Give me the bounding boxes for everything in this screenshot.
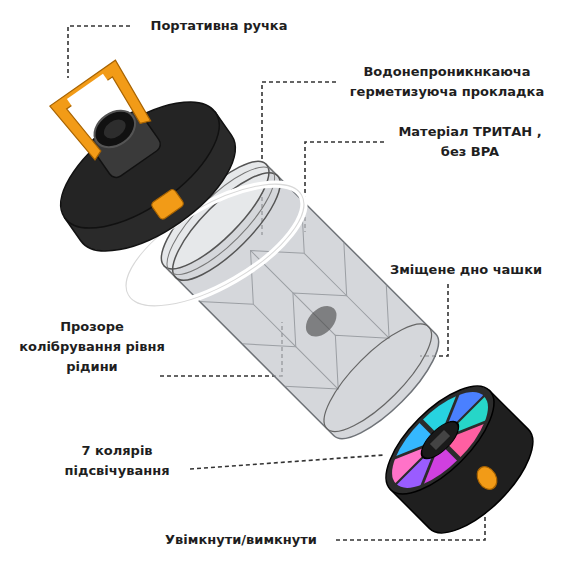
callout-label: Портативна ручка	[134, 16, 304, 36]
power-button	[473, 463, 501, 493]
callout-label: Матеріал ТРИТАН , без BPA	[388, 122, 552, 162]
callout-label: Увімкнути/вимкнути	[146, 530, 336, 550]
lid	[7, 30, 255, 275]
callout-label: Прозоре колібрування рівня рідини	[12, 317, 172, 377]
base	[369, 369, 549, 549]
callout-label: Водонепроникнкаюча герметизуюча прокладк…	[340, 62, 554, 102]
callout-label: 7 колярів підсвічування	[44, 441, 190, 481]
callout-label: Зміщене дно чашки	[376, 260, 556, 280]
